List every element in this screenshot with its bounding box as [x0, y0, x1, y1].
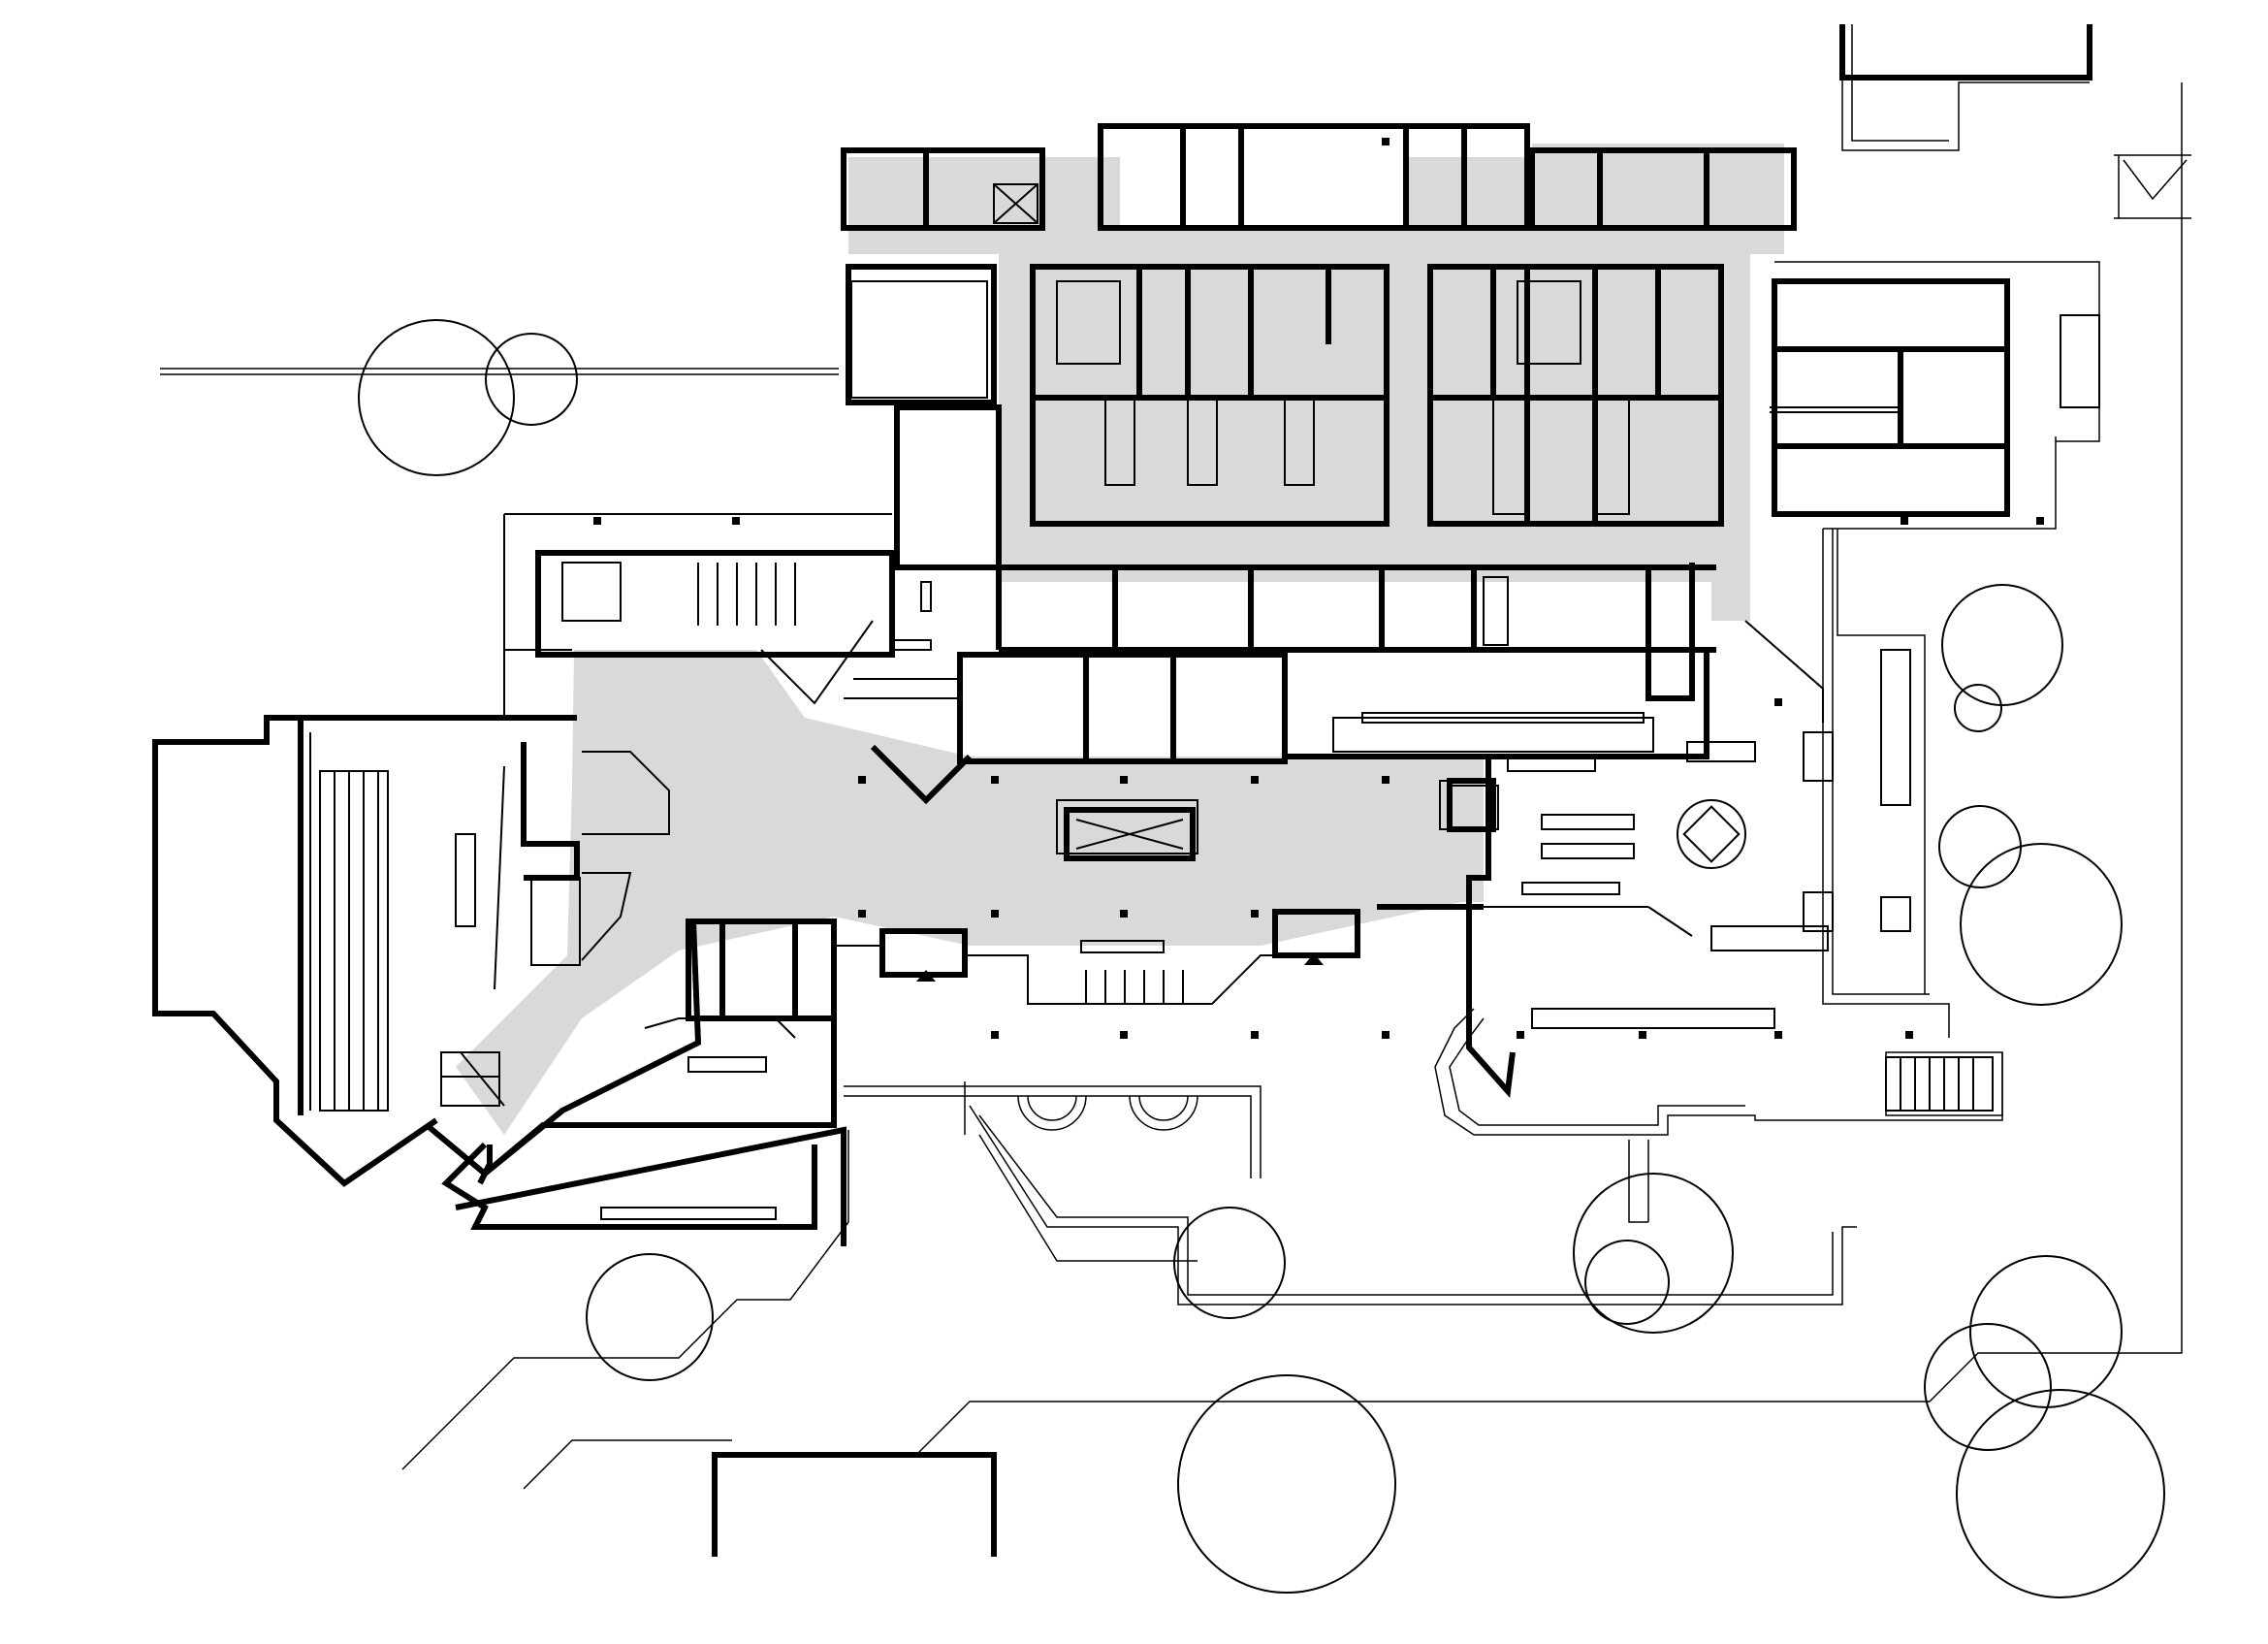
north-corridor	[848, 144, 1784, 621]
table-icon	[1677, 799, 1746, 869]
column-icon	[1382, 776, 1390, 784]
tree-circle-icon	[1956, 1389, 2165, 1598]
column-icon	[2036, 517, 2044, 525]
column-icon	[991, 910, 999, 918]
tree-circle-icon	[1177, 1374, 1396, 1594]
cafe-area	[1361, 649, 1911, 1029]
north-block	[841, 123, 2010, 570]
column-icon	[1251, 776, 1259, 784]
tree-circle-icon	[358, 319, 515, 476]
column-icon	[1120, 776, 1128, 784]
column-icon	[593, 517, 601, 525]
column-icon	[991, 1031, 999, 1039]
lobby-east	[1290, 757, 1484, 902]
column-icon	[1774, 1031, 1782, 1039]
tree-circle-icon	[1573, 1173, 1734, 1334]
south-entrance	[834, 909, 1360, 1005]
columns	[593, 138, 2044, 1039]
southwest-block	[425, 919, 847, 1246]
column-icon	[858, 910, 866, 918]
column-icon	[1774, 698, 1782, 706]
column-icon	[858, 776, 866, 784]
site-trees	[358, 319, 2165, 1598]
main-lobby	[456, 650, 1484, 1135]
tree-circle-icon	[1969, 1255, 2123, 1408]
west-auditorium	[152, 715, 670, 1187]
column-icon	[1251, 910, 1259, 918]
column-icon	[1251, 1031, 1259, 1039]
tree-circle-icon	[1954, 684, 2002, 732]
column-icon	[1120, 910, 1128, 918]
column-icon	[991, 776, 999, 784]
tree-circle-icon	[1941, 584, 2063, 706]
elevator-icon	[1064, 807, 1196, 861]
column-icon	[1120, 1031, 1128, 1039]
column-icon	[1517, 1031, 1524, 1039]
tree-circle-icon	[1584, 1240, 1670, 1325]
tree-circle-icon	[1960, 843, 2123, 1006]
stair-icon	[1439, 314, 2100, 1112]
site-lines	[160, 24, 2191, 1490]
column-icon	[1905, 1031, 1913, 1039]
circulation-area	[456, 144, 1784, 1135]
column-icon	[1382, 1031, 1390, 1039]
tree-circle-icon	[1173, 1207, 1286, 1319]
tree-circle-icon	[1924, 1323, 2052, 1451]
middle-band	[535, 550, 1716, 854]
central-corridor-spine	[999, 254, 1726, 582]
column-icon	[1901, 517, 1908, 525]
north-boundary-wall	[1839, 24, 2092, 81]
column-icon	[1639, 1031, 1646, 1039]
column-icon	[732, 517, 740, 525]
south-boundary-wall	[712, 1452, 997, 1557]
tree-circle-icon	[1938, 805, 2022, 888]
tree-circle-icon	[586, 1253, 714, 1381]
tree-circle-icon	[485, 333, 578, 426]
column-icon	[1382, 138, 1390, 145]
